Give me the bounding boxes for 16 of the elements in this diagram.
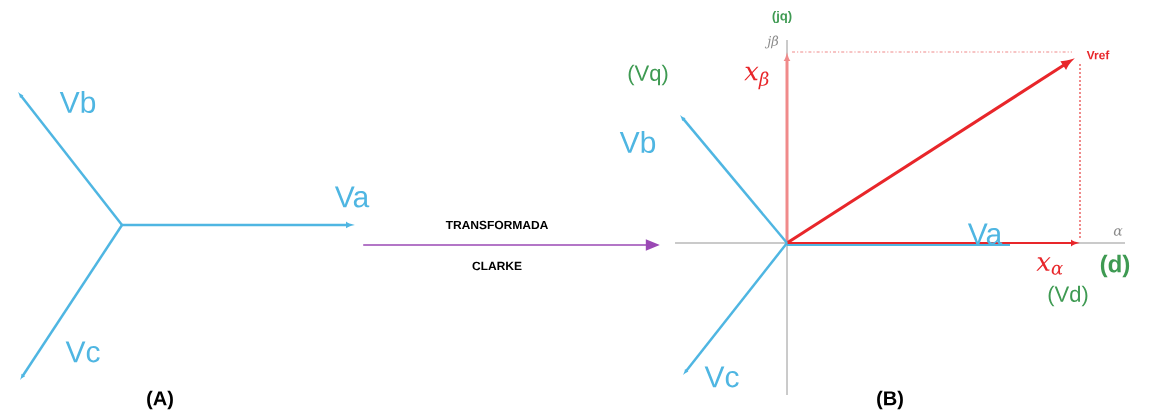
axis-label: α: [1113, 228, 1123, 236]
arrow-label: TRANSFORMADA: [445, 220, 548, 230]
vector-label: Va: [334, 186, 370, 208]
vector-label: Vb: [59, 91, 96, 113]
vector-label: Vc: [65, 341, 100, 363]
axis-label: Vref: [1086, 50, 1110, 60]
vector-label: Va: [967, 223, 1003, 245]
axis-label: jβ: [764, 35, 779, 49]
arrow-label: CLARKE: [472, 261, 522, 271]
vector-label: Vc: [704, 366, 739, 388]
axis-label: (Vd): [1048, 285, 1088, 307]
axis-label: x$_{α}$: [1036, 257, 1063, 275]
axis-label: (jq): [772, 10, 792, 24]
axis-label: (d): [1100, 254, 1130, 278]
axis-label: x$_{β}$: [744, 66, 769, 90]
panel-label: (B): [877, 390, 903, 410]
